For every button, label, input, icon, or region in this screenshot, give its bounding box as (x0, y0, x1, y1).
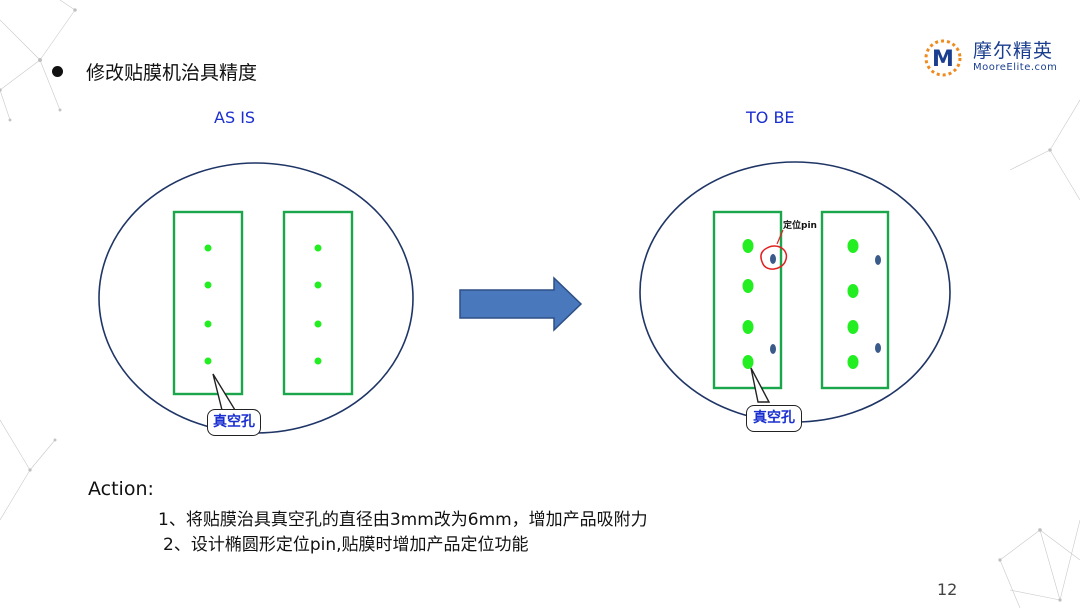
vacuum-hole (204, 281, 212, 289)
pin-label: 定位pin (783, 221, 817, 231)
as-is-panel (72, 152, 440, 454)
vacuum-hole (847, 284, 859, 298)
vacuum-hole (742, 279, 754, 293)
vacuum-hole (742, 320, 754, 334)
logo-name-cn: 摩尔精英 (973, 40, 1054, 62)
action-item: 2、设计椭圆形定位pin,贴膜时增加产品定位功能 (163, 535, 529, 555)
logo-mark-icon: M (924, 39, 962, 77)
as-is-label: AS IS (214, 108, 256, 127)
logo: M 摩尔精英 MooreElite.com (921, 36, 1071, 80)
vacuum-hole (742, 355, 754, 369)
transition-arrow-icon (459, 276, 583, 332)
pin-highlight-circle (760, 245, 788, 270)
vacuum-hole (314, 357, 322, 365)
to-be-label: TO BE (746, 108, 795, 127)
page-number: 12 (937, 580, 958, 599)
fixture-right (282, 210, 354, 396)
fixture-left (172, 210, 244, 396)
vacuum-hole (314, 244, 322, 252)
locating-pin (875, 343, 881, 353)
vacuum-hole (742, 239, 754, 253)
vacuum-hole (204, 357, 212, 365)
logo-name-en: MooreElite.com (973, 62, 1058, 73)
vacuum-hole (204, 320, 212, 328)
callout-pointer (750, 367, 771, 403)
pin-leader-line (776, 229, 784, 245)
jig-outline (98, 162, 414, 434)
bullet-icon (52, 66, 63, 77)
vacuum-hole-callout: 真空孔 (746, 405, 802, 432)
fixture-left (712, 210, 783, 390)
vacuum-hole (847, 239, 859, 253)
vacuum-hole-callout: 真空孔 (207, 409, 261, 436)
fixture-right (820, 210, 890, 390)
locating-pin (875, 255, 881, 265)
vacuum-hole (314, 281, 322, 289)
action-heading: Action: (88, 478, 154, 500)
callout-pointer (212, 373, 237, 411)
locating-pin (770, 254, 776, 264)
vacuum-hole (847, 320, 859, 334)
slide-title: 修改贴膜机治具精度 (86, 62, 258, 84)
vacuum-hole (314, 320, 322, 328)
to-be-panel (601, 152, 987, 454)
vacuum-hole (847, 355, 859, 369)
logo-mark-letter: M (932, 47, 954, 72)
jig-outline (639, 161, 951, 423)
action-item: 1、将贴膜治具真空孔的直径由3mm改为6mm，增加产品吸附力 (158, 510, 648, 530)
locating-pin (770, 344, 776, 354)
vacuum-hole (204, 244, 212, 252)
